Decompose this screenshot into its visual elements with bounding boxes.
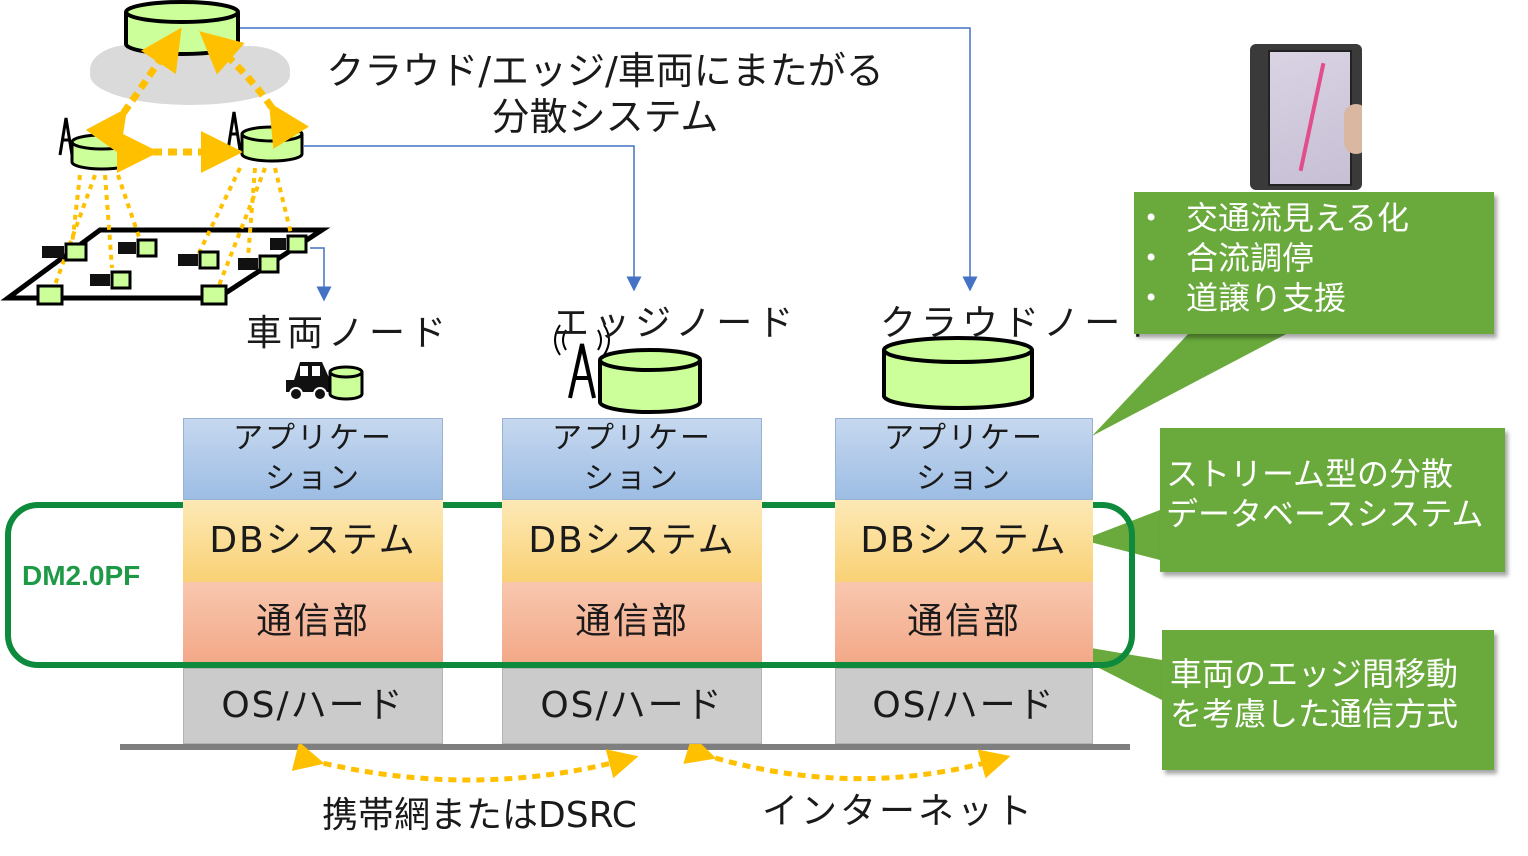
smartphone-map-image — [1250, 44, 1362, 190]
cloud-node-icon — [882, 336, 1034, 410]
app-label-line2: ション — [265, 461, 361, 496]
cellular-dsrc-label: 携帯網またはDSRC — [322, 795, 637, 836]
map-screen — [1268, 50, 1352, 186]
network-arrows — [291, 735, 1011, 783]
callout-line: データベースシステム — [1166, 495, 1484, 533]
internet-label: インターネット — [762, 791, 1036, 832]
platform-label: DM2.0PF — [22, 560, 141, 591]
cloud-db-layer: DBシステム — [835, 500, 1093, 582]
edge-comm-layer: 通信部 — [502, 582, 762, 662]
list-item: 交通流見える化 — [1134, 198, 1494, 238]
callout-line: を考慮した通信方式 — [1170, 695, 1459, 733]
communication-callout: 車両のエッジ間移動 を考慮した通信方式 — [1162, 630, 1494, 770]
edge-app-layer: アプリケー ション — [502, 418, 762, 500]
connector-lines — [240, 27, 978, 302]
cloud-node-label: クラウドノード — [880, 303, 1167, 344]
application-list: 交通流見える化 合流調停 道譲り支援 — [1134, 198, 1494, 318]
app-label-line1: アプリケー — [552, 421, 712, 456]
edge-db-layer: DBシステム — [502, 500, 762, 582]
cloud-comm-layer: 通信部 — [835, 582, 1093, 662]
vehicle-node-label: 車両ノード — [246, 313, 452, 354]
vehicle-os-layer: OS/ハード — [183, 668, 443, 744]
callout-line: ストリーム型の分散 — [1166, 455, 1454, 493]
diagram-title: クラウド/エッジ/車両にまたがる 分散システム — [320, 48, 890, 140]
edge-os-layer: OS/ハード — [502, 668, 762, 744]
vehicle-db-layer: DBシステム — [183, 500, 443, 582]
title-line-2: 分散システム — [491, 95, 719, 139]
database-callout: ストリーム型の分散 データベースシステム — [1160, 428, 1505, 572]
app-label-line2: ション — [584, 461, 680, 496]
vehicle-node-icon — [286, 362, 364, 401]
edge-server-left-icon — [58, 117, 134, 171]
app-label-line2: ション — [916, 461, 1012, 496]
app-label-line1: アプリケー — [233, 421, 393, 456]
list-item: 道譲り支援 — [1134, 278, 1494, 318]
edge-node-label: エッジノード — [553, 303, 799, 344]
callout-line: 車両のエッジ間移動 — [1170, 655, 1459, 693]
cloud-app-layer: アプリケー ション — [835, 418, 1093, 500]
title-line-1: クラウド/エッジ/車両にまたがる — [326, 49, 884, 93]
list-item: 合流調停 — [1134, 238, 1494, 278]
map-vehicles-icon — [36, 234, 308, 306]
vehicle-app-layer: アプリケー ション — [183, 418, 443, 500]
applications-callout: 交通流見える化 合流調停 道譲り支援 — [1134, 192, 1494, 334]
wireless-links-top — [85, 27, 309, 173]
cloud-os-layer: OS/ハード — [835, 668, 1093, 744]
vehicle-comm-layer: 通信部 — [183, 582, 443, 662]
edge-node-icon — [554, 324, 702, 414]
wireless-links-vehicles — [53, 167, 294, 289]
app-label-line1: アプリケー — [884, 421, 1044, 456]
edge-server-right-icon — [226, 111, 304, 163]
